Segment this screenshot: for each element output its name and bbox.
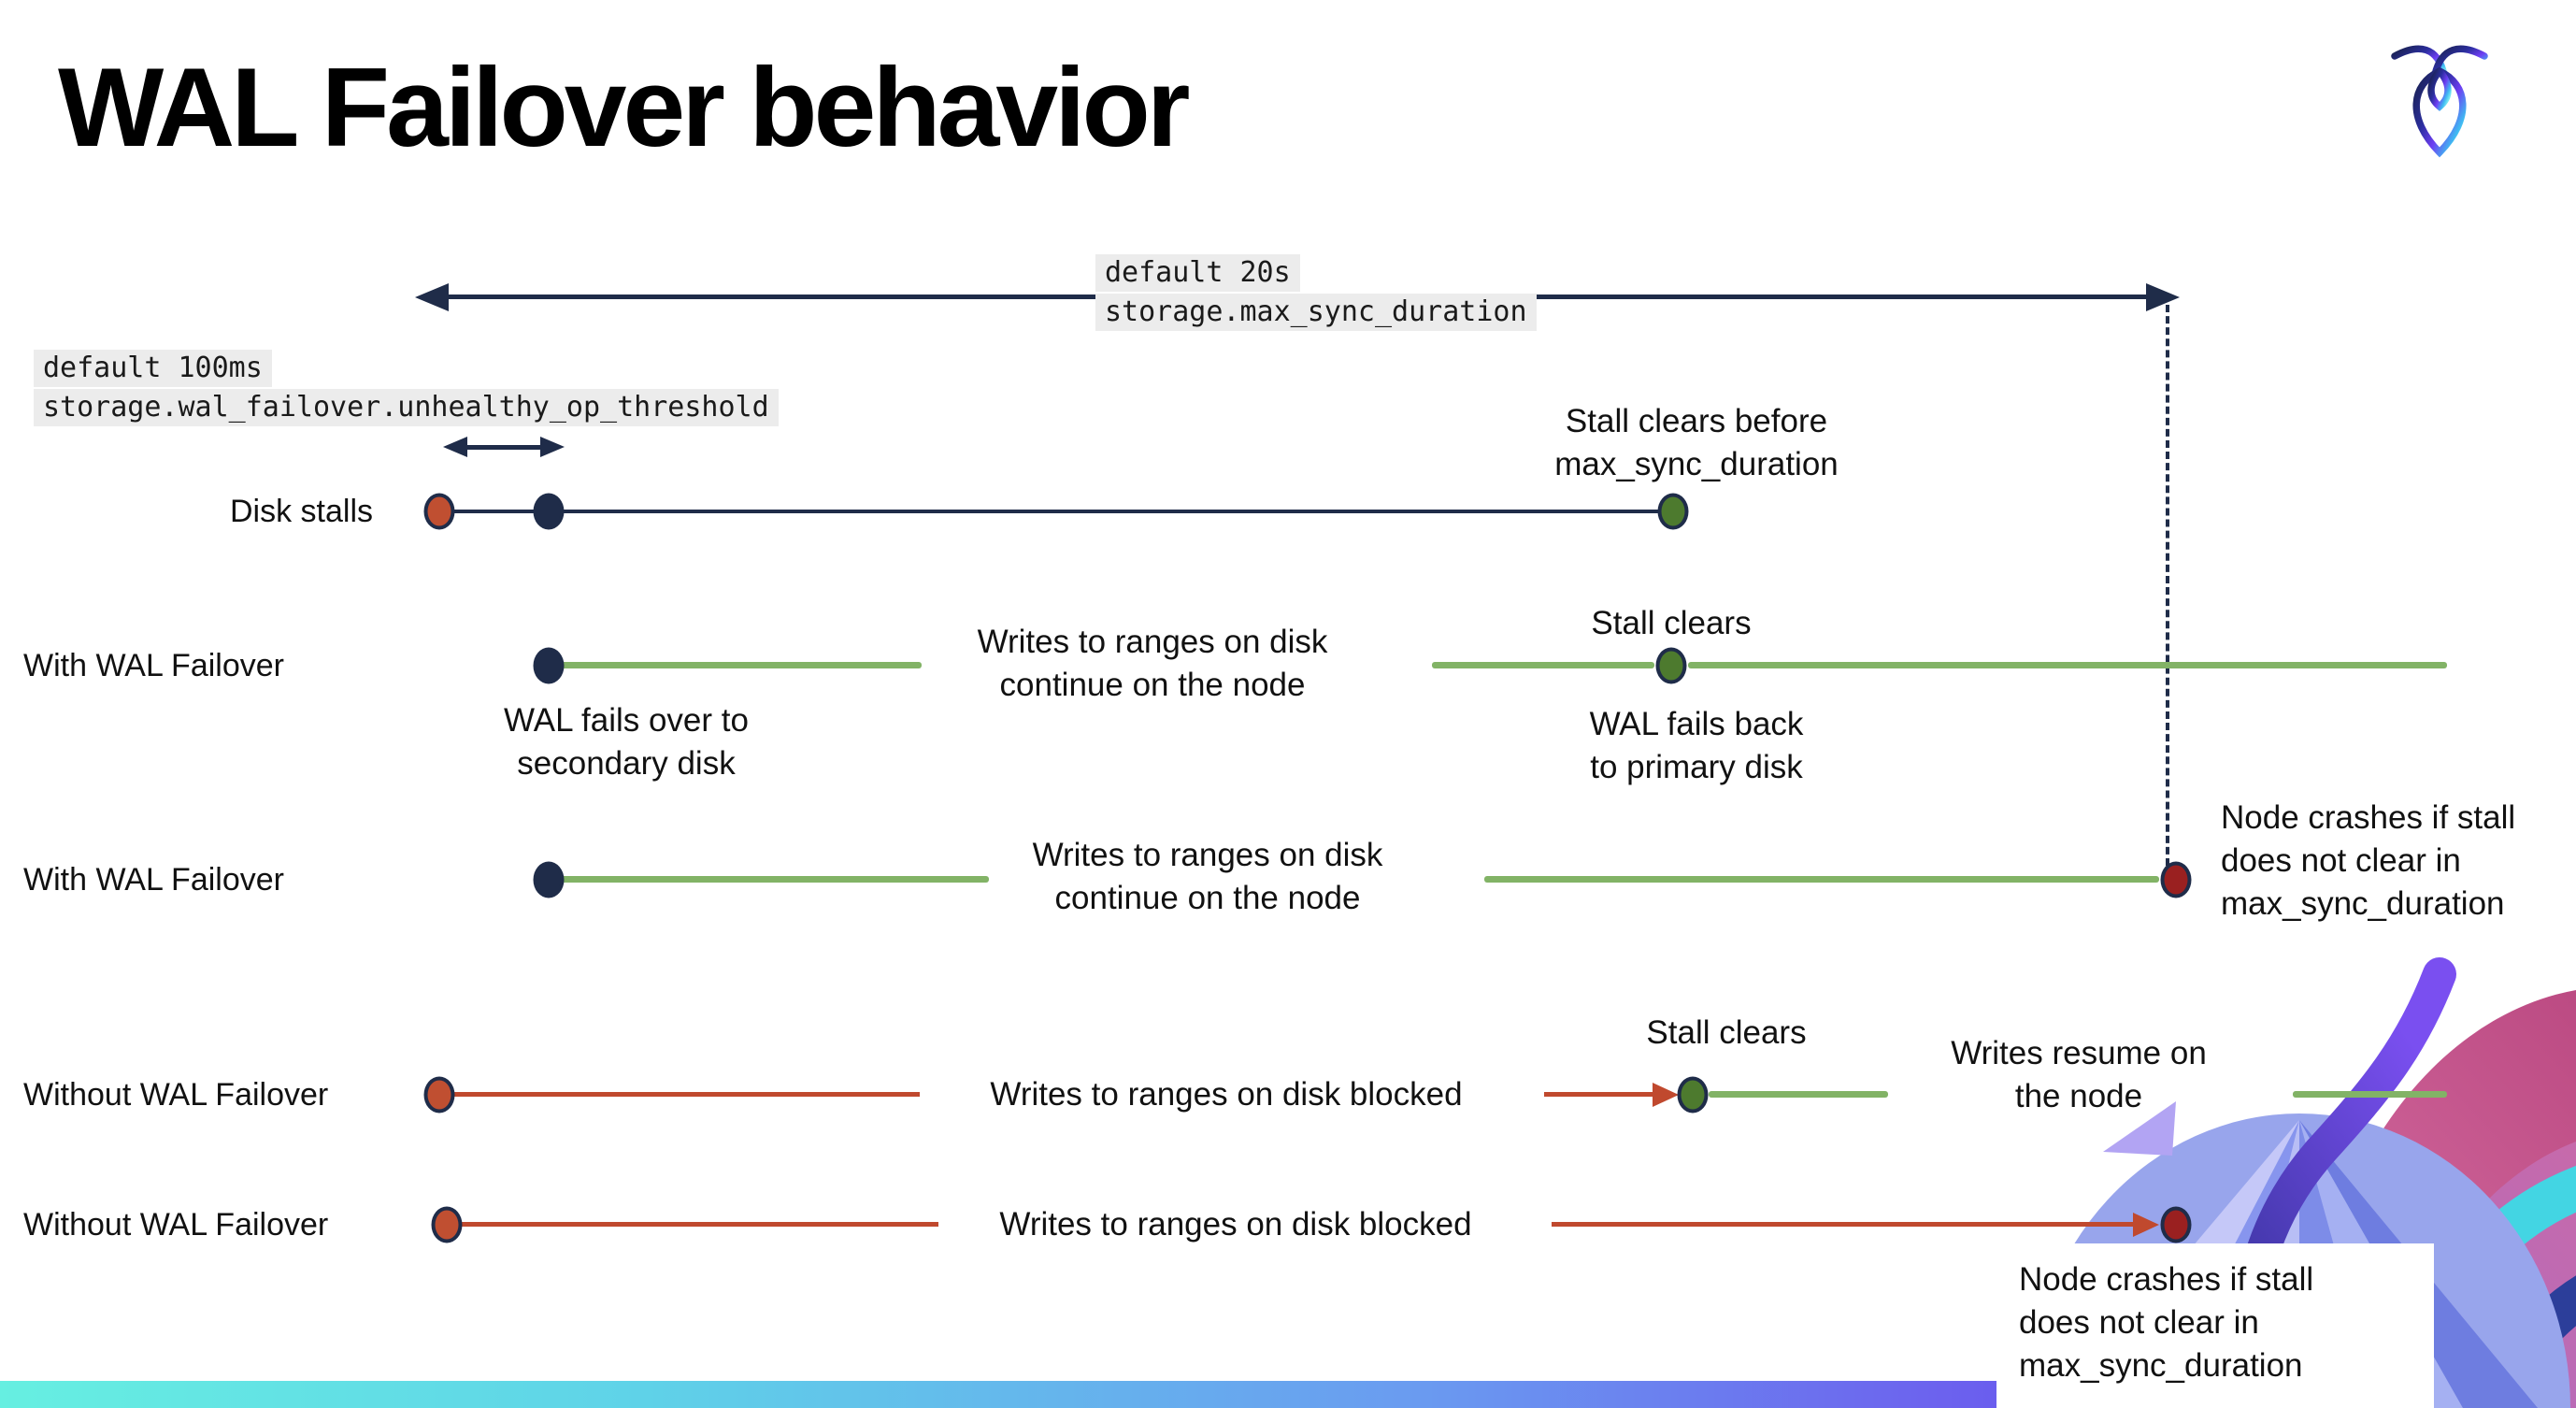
annotation-writes-continue-2: Writes to ranges on disk continue on the… — [1032, 837, 1383, 916]
node-crash-callout-box: Node crashes if stall does not clear in … — [1996, 1243, 2434, 1408]
row-label-without-wal-failover-2: Without WAL Failover — [23, 1207, 329, 1243]
max-sync-deadline-dashed-line — [2166, 305, 2169, 866]
row3-crash-dot — [2160, 861, 2192, 898]
annotation-stall-clears-1: Stall clears — [1591, 605, 1752, 641]
max-sync-arrowhead-left — [415, 283, 449, 311]
row5-stall-start-dot — [431, 1206, 463, 1243]
max-sync-arrowhead-right — [2146, 283, 2180, 311]
annotation-writes-blocked-2: Writes to ranges on disk blocked — [999, 1206, 1472, 1243]
row-label-with-wal-failover-1: With WAL Failover — [23, 648, 284, 683]
row4-green-segment-2 — [2293, 1091, 2447, 1098]
row1-stall-clears-dot — [1657, 493, 1689, 530]
row3-failover-dot — [533, 861, 565, 898]
cockroachdb-logo-icon — [2391, 45, 2488, 158]
max-sync-default-label: default 20s — [1095, 254, 1300, 292]
row1-threshold-dot — [533, 493, 565, 530]
threshold-setting-name: storage.wal_failover.unhealthy_op_thresh… — [34, 389, 779, 426]
threshold-arrowhead-right — [540, 437, 565, 457]
threshold-arrow-line — [465, 445, 540, 450]
row2-stall-clears-dot — [1655, 647, 1687, 684]
row4-green-segment-1 — [1709, 1091, 1888, 1098]
row5-crash-dot — [2160, 1206, 2192, 1243]
row5-red-arrowhead — [2133, 1213, 2159, 1237]
row2-green-segment-2 — [1432, 662, 1654, 668]
row-label-disk-stalls: Disk stalls — [230, 494, 374, 529]
threshold-default-label: default 100ms — [34, 350, 272, 387]
annotation-node-crashes-2: Node crashes if stall does not clear in … — [2019, 1261, 2314, 1384]
annotation-writes-resume: Writes resume on the node — [1951, 1035, 2207, 1114]
row1-stall-line — [439, 510, 1673, 513]
row4-stall-clears-dot — [1677, 1076, 1709, 1113]
row3-green-segment-1 — [561, 876, 989, 883]
annotation-stall-clears-before: Stall clears before max_sync_duration — [1554, 403, 1839, 482]
row4-red-segment-1 — [452, 1092, 920, 1097]
row-label-without-wal-failover-1: Without WAL Failover — [23, 1077, 329, 1113]
row2-green-segment-3 — [1688, 662, 2447, 668]
row4-red-arrowhead — [1653, 1083, 1679, 1107]
row2-failover-dot — [533, 647, 565, 684]
row2-green-segment-1 — [561, 662, 922, 668]
row4-stall-start-dot — [423, 1076, 455, 1113]
threshold-arrowhead-left — [443, 437, 467, 457]
page-title: WAL Failover behavior — [58, 45, 1190, 170]
row3-green-segment-2 — [1484, 876, 2159, 883]
annotation-stall-clears-2: Stall clears — [1646, 1014, 1807, 1051]
row5-red-segment-2 — [1552, 1222, 2133, 1227]
annotation-node-crashes-1: Node crashes if stall does not clear in … — [2221, 799, 2516, 922]
row1-stall-start-dot — [423, 493, 455, 530]
annotation-writes-continue-1: Writes to ranges on disk continue on the… — [977, 624, 1328, 703]
annotation-writes-blocked-1: Writes to ranges on disk blocked — [990, 1076, 1463, 1113]
row5-red-segment-1 — [460, 1222, 938, 1227]
annotation-wal-fails-back: WAL fails back to primary disk — [1589, 706, 1804, 785]
row-label-with-wal-failover-2: With WAL Failover — [23, 862, 284, 898]
max-sync-setting-name: storage.max_sync_duration — [1095, 294, 1537, 331]
annotation-wal-fails-over: WAL fails over to secondary disk — [504, 702, 749, 782]
row4-red-segment-2 — [1544, 1092, 1653, 1097]
